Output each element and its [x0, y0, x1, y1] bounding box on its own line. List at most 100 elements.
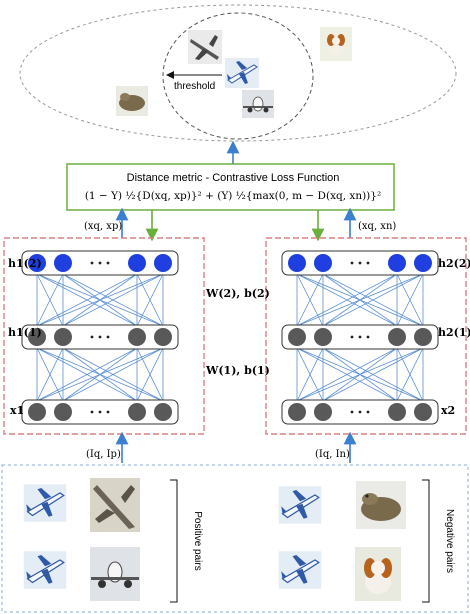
right-connection	[322, 347, 424, 402]
positive-pair-1	[23, 478, 140, 532]
right-layer-label-input: x2	[441, 404, 455, 417]
input-pairs-panel	[1, 464, 469, 613]
weights-lower-label: W(1), b(1)	[205, 364, 270, 377]
airliner-front-image	[242, 90, 274, 118]
right-node	[388, 254, 406, 272]
positive-pairs-bracket	[170, 479, 178, 603]
contrastive-loss-box: Distance metric - Contrastive Loss Funct…	[66, 163, 395, 211]
right-node	[288, 328, 306, 346]
left-node	[28, 328, 46, 346]
right-connection	[396, 347, 424, 402]
left-node	[54, 254, 72, 272]
right-node	[314, 403, 332, 421]
left-node	[28, 254, 46, 272]
frog-image	[116, 86, 148, 116]
right-connection	[396, 273, 424, 327]
right-output-pair-label: (xq, xn)	[358, 221, 396, 232]
airplane-image	[278, 550, 322, 590]
left-connection	[36, 347, 64, 402]
right-node	[414, 403, 432, 421]
left-connection	[62, 273, 164, 327]
left-node	[128, 403, 146, 421]
right-ellipsis-dot	[350, 261, 354, 265]
left-hidden-layer	[21, 324, 179, 350]
right-connection	[296, 347, 398, 402]
right-connection	[296, 347, 424, 402]
right-input-layer	[281, 399, 439, 425]
left-input-pair-label: (Iq, Ip)	[86, 449, 121, 460]
right-ellipsis-dot	[358, 410, 362, 414]
right-node	[288, 403, 306, 421]
left-connection	[62, 347, 164, 402]
airplane-query-image	[224, 57, 260, 89]
left-layer-label-input: x1	[10, 404, 24, 417]
embedding-space: threshold	[19, 4, 457, 142]
left-node	[128, 254, 146, 272]
right-node	[314, 328, 332, 346]
right-network	[281, 250, 439, 425]
right-input-pair-label: (Iq, In)	[315, 449, 350, 460]
right-connections	[296, 273, 424, 402]
frog-image	[356, 481, 406, 529]
dog-image	[320, 27, 352, 61]
positive-pairs-label: Positive pairs	[192, 511, 203, 570]
left-connection	[36, 273, 138, 327]
right-ellipsis-dot	[366, 335, 370, 339]
right-layer-label-hidden: h2(1)	[438, 326, 470, 339]
right-node	[388, 403, 406, 421]
left-node	[128, 328, 146, 346]
airplane-image	[90, 478, 140, 532]
right-connection	[296, 273, 424, 327]
loss-box-title: Distance metric - Contrastive Loss Funct…	[127, 172, 340, 184]
right-node	[388, 328, 406, 346]
right-node	[414, 254, 432, 272]
left-network-frame	[3, 237, 205, 435]
threshold-label: threshold	[174, 81, 215, 92]
right-hidden-layer	[281, 324, 439, 350]
left-network	[21, 250, 179, 425]
threshold-region-ellipse	[162, 12, 314, 140]
loss-formula: (1 − Y) ½{D(xq, xp)}² + (Y) ½{max(0, m −…	[85, 190, 381, 202]
left-ellipsis-dot	[98, 261, 102, 265]
negative-pairs-bracket	[422, 479, 430, 603]
left-ellipsis-dot	[106, 261, 110, 265]
right-node	[288, 254, 306, 272]
left-ellipsis-dot	[106, 335, 110, 339]
left-ellipsis-dot	[98, 410, 102, 414]
left-connection	[36, 273, 64, 327]
right-ellipsis-dot	[350, 410, 354, 414]
left-layer-label-output: h1(2)	[8, 257, 42, 270]
left-connection	[36, 273, 164, 327]
airliner-front-image	[90, 547, 140, 601]
left-connection	[136, 347, 164, 402]
right-ellipsis-dot	[366, 261, 370, 265]
right-node	[314, 254, 332, 272]
left-connections	[36, 273, 164, 402]
left-output-layer	[21, 250, 179, 276]
right-connection	[322, 273, 424, 327]
airplane-image	[23, 550, 67, 590]
left-node	[28, 403, 46, 421]
left-ellipsis-dot	[90, 335, 94, 339]
right-ellipsis-dot	[358, 261, 362, 265]
left-node	[154, 328, 172, 346]
left-node	[154, 403, 172, 421]
negative-pair-2	[278, 547, 401, 601]
airplane-image	[278, 485, 322, 525]
left-connection	[36, 347, 138, 402]
right-layer-label-output: h2(2)	[438, 257, 470, 270]
negative-pair-1	[278, 481, 406, 529]
right-ellipsis-dot	[350, 335, 354, 339]
airplane-image	[23, 483, 67, 523]
left-ellipsis-dot	[106, 410, 110, 414]
left-layer-label-hidden: h1(1)	[8, 326, 42, 339]
left-node	[54, 403, 72, 421]
left-connection	[36, 347, 164, 402]
positive-pair-2	[23, 547, 140, 601]
right-connection	[296, 273, 324, 327]
right-connection	[296, 347, 324, 402]
left-ellipsis-dot	[90, 261, 94, 265]
left-ellipsis-dot	[90, 410, 94, 414]
